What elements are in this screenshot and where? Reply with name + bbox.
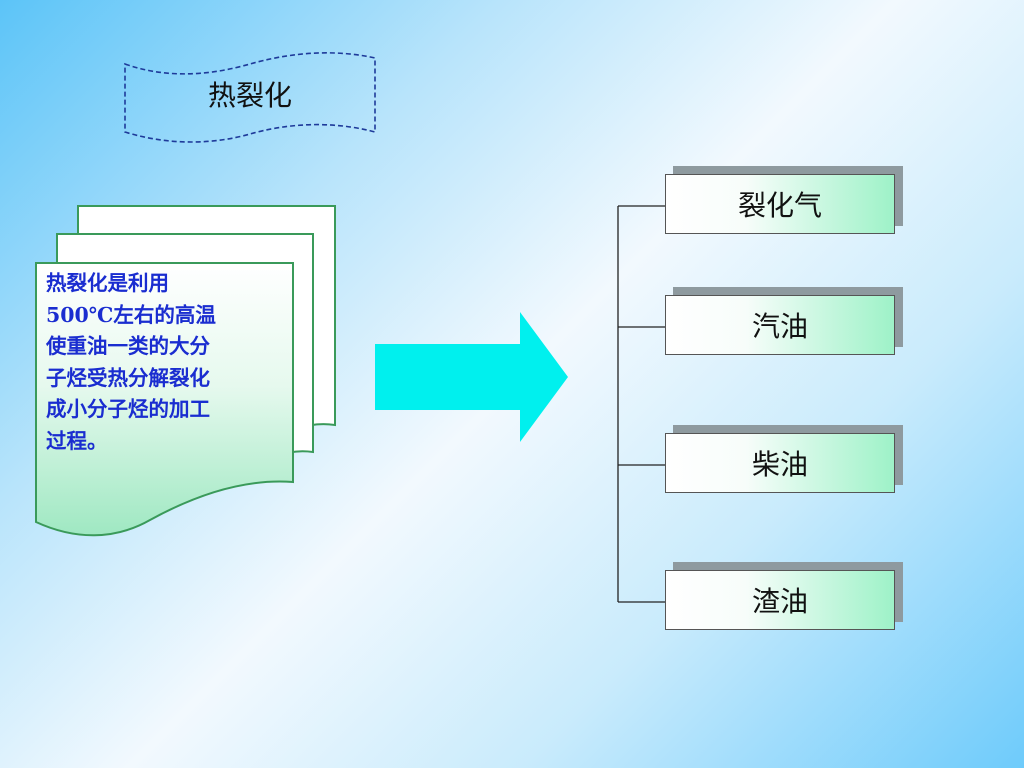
- product-label: 裂化气: [737, 189, 822, 222]
- product-box-gasoline: 汽油: [665, 295, 895, 355]
- definition-text: 热裂化是利用 500℃左右的高温 使重油一类的大分 子烃受热分解裂化 成小分子烃…: [46, 271, 216, 453]
- product-label: 汽油: [751, 310, 808, 343]
- diagram-title: 热裂化: [207, 79, 292, 112]
- product-label: 渣油: [751, 585, 808, 618]
- title-banner-shape: [124, 52, 376, 143]
- product-box-diesel: 柴油: [665, 433, 895, 493]
- right-arrow-icon: [375, 312, 568, 442]
- product-label: 柴油: [751, 448, 808, 481]
- multi-document-shape: [35, 205, 336, 537]
- product-box-residue-oil: 渣油: [665, 570, 895, 630]
- branch-connector: [617, 205, 666, 603]
- product-box-cracked-gas: 裂化气: [665, 174, 895, 234]
